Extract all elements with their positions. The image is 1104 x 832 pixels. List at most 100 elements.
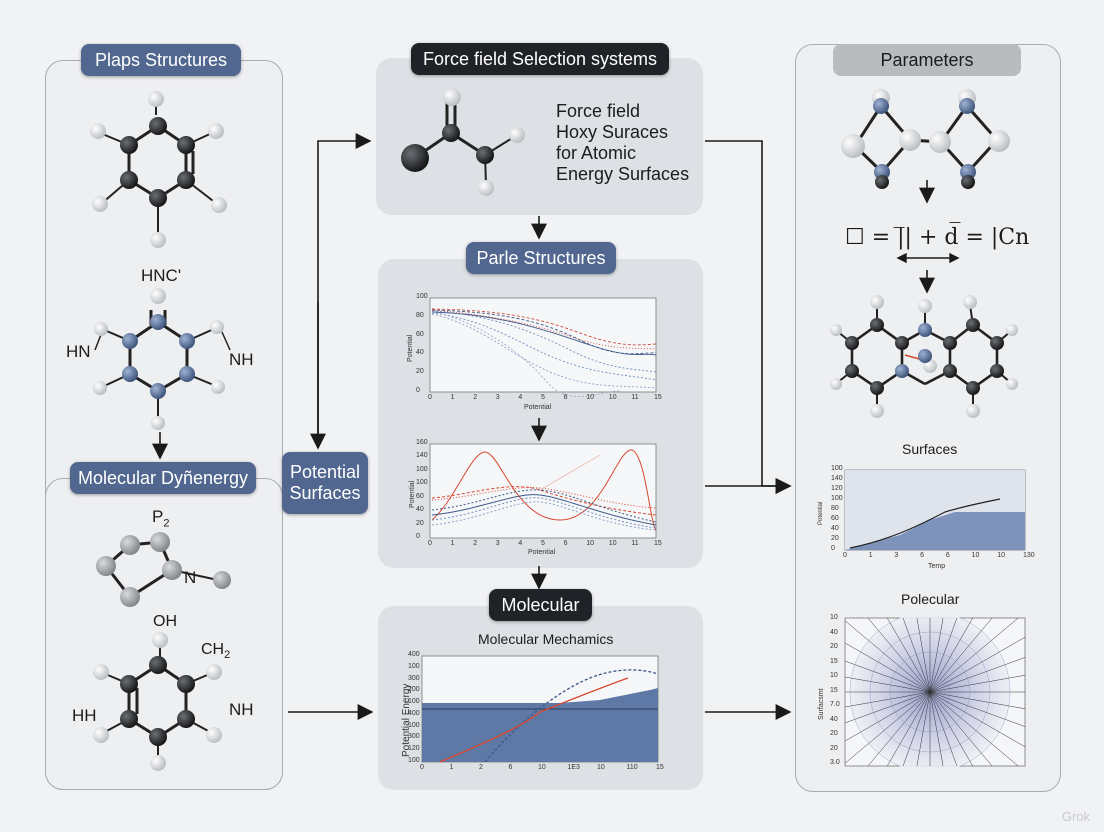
molecular-mechanics-chart bbox=[421, 655, 659, 763]
potential-surfaces-box: Potential Surfaces bbox=[282, 452, 368, 514]
polar-ytick: 20 bbox=[830, 744, 838, 752]
polar-ray bbox=[845, 691, 931, 708]
polar-ytick: 10 bbox=[830, 672, 838, 679]
chart1-ytick: 100 bbox=[416, 293, 428, 300]
surfaces-ytick: 20 bbox=[831, 535, 839, 542]
polar-ytick: 3.0 bbox=[830, 759, 840, 766]
polar-ytick: 40 bbox=[830, 715, 838, 723]
polar-ray bbox=[845, 691, 931, 764]
surfaces-ytick: 100 bbox=[831, 465, 843, 472]
chart2-xtick: 10 bbox=[608, 540, 617, 547]
fused-ring-molecule bbox=[830, 295, 1018, 418]
surfaces-xtick: 130 bbox=[1023, 552, 1035, 559]
chart2-ytick: 40 bbox=[416, 506, 424, 514]
chart1-xtick: 10 bbox=[608, 394, 617, 401]
parle-structures-title: Parle Structures bbox=[466, 242, 616, 274]
chart2-ytick: 0 bbox=[416, 533, 420, 540]
chart2-ytick: 160 bbox=[416, 439, 428, 446]
chart1-ytick: 0 bbox=[416, 387, 420, 394]
force-field-line-4: Energy Surfaces bbox=[556, 164, 690, 184]
label-p2: P2 bbox=[152, 507, 169, 529]
polar-ray bbox=[845, 676, 931, 693]
surfaces-xtick: 3 bbox=[894, 552, 899, 559]
force-field-title: Force field Selection systems bbox=[411, 43, 669, 75]
double-arrow bbox=[896, 252, 960, 264]
polar-ray bbox=[867, 691, 931, 766]
polar-ytick: 40 bbox=[830, 628, 838, 636]
potential-surfaces-line1: Potential bbox=[289, 462, 361, 482]
chart3-xtick: 0 bbox=[420, 764, 424, 771]
polar-ray bbox=[929, 618, 1019, 693]
label-ch: CH bbox=[201, 641, 225, 658]
surfaces-xtick: 1 bbox=[868, 552, 873, 559]
polar-ring bbox=[909, 671, 951, 713]
surfaces-xtick: 10 bbox=[971, 552, 980, 559]
chart2-xtick: 5 bbox=[541, 540, 545, 547]
chart1-xtick: 5 bbox=[541, 394, 545, 401]
chart3-ytick: 100 bbox=[408, 721, 420, 729]
flow-arrows bbox=[152, 133, 935, 720]
polar-ray bbox=[929, 674, 1025, 693]
polar-ray bbox=[845, 642, 931, 693]
polar-ray bbox=[916, 691, 931, 766]
polar-ray bbox=[929, 691, 974, 766]
chart3-ytick: 400 bbox=[408, 651, 420, 658]
label-nh-bottom: NH bbox=[229, 700, 254, 719]
surfaces-xtick: 6 bbox=[945, 552, 950, 559]
surfaces-ytick: 120 bbox=[831, 485, 843, 492]
chart3-xtick: 15 bbox=[656, 764, 664, 771]
surfaces-xlabel: Temp bbox=[928, 563, 946, 570]
chart2-ytick: 100 bbox=[416, 465, 428, 473]
polar-ytick: 15 bbox=[830, 686, 838, 694]
grok-watermark: Grok bbox=[1061, 809, 1090, 824]
chart3-xtick: 6 bbox=[508, 764, 513, 771]
label-hnc: HNC' bbox=[141, 266, 182, 285]
chart2-ytick: 140 bbox=[416, 452, 428, 460]
polar-ray bbox=[929, 618, 974, 693]
chart1-xlabel: Potential bbox=[524, 404, 552, 411]
surfaces-ylabel: Potential bbox=[818, 501, 824, 525]
force-field-card bbox=[376, 58, 703, 215]
surfaces-xtick: 0 bbox=[843, 552, 847, 559]
diamine-ring-molecule bbox=[93, 288, 231, 430]
polar-ray bbox=[929, 691, 1025, 727]
chart3-xtick: 1 bbox=[449, 764, 454, 771]
polar-ring bbox=[869, 631, 991, 753]
surfaces-ytick: 0 bbox=[831, 545, 835, 552]
chart2-xtick: 1 bbox=[450, 540, 455, 547]
polar-ray bbox=[929, 691, 1025, 748]
polar-ytick: 15 bbox=[830, 657, 838, 665]
chart1-ytick: 60 bbox=[416, 330, 424, 338]
surfaces-chart bbox=[844, 469, 1026, 551]
plaps-structures-title: Plaps Structures bbox=[81, 44, 241, 76]
label-hh: HH bbox=[72, 706, 97, 725]
potential-surfaces-line2: Surfaces bbox=[289, 483, 361, 503]
surfaces-ytick: 80 bbox=[831, 505, 839, 512]
chart1-xtick: 6 bbox=[563, 394, 568, 401]
polar-ray bbox=[916, 618, 931, 693]
chart1-ytick: 20 bbox=[416, 368, 424, 376]
polar-ray bbox=[929, 636, 1025, 693]
grey-ring-molecule bbox=[96, 532, 231, 607]
surfaces-xtick: 10 bbox=[997, 552, 1006, 559]
polar-ray bbox=[929, 618, 958, 693]
label-oh: OH bbox=[153, 613, 177, 630]
force-field-line-2: Hoxy Suraces bbox=[556, 122, 669, 142]
polar-ray bbox=[929, 618, 944, 693]
molecular-pill: Molecular bbox=[489, 589, 592, 621]
polecular-chart bbox=[844, 612, 1026, 772]
polar-ray bbox=[867, 618, 931, 693]
polar-ray bbox=[929, 691, 958, 766]
chart3-ytick: 100 bbox=[408, 662, 420, 670]
polar-ytick: 20 bbox=[830, 730, 838, 737]
polar-ray bbox=[902, 691, 931, 766]
chart2-xtick: 10 bbox=[586, 540, 594, 547]
polar-ray bbox=[886, 691, 931, 766]
parameters-title: Parameters bbox=[833, 44, 1021, 76]
chart3-ytick: 300 bbox=[408, 674, 420, 682]
chart2-xtick: 4 bbox=[518, 540, 523, 547]
parle-chart-2 bbox=[429, 443, 657, 539]
molecular-dynamics-title: Molecular Dyñenergy bbox=[70, 462, 256, 494]
polar-ray bbox=[929, 657, 1025, 693]
